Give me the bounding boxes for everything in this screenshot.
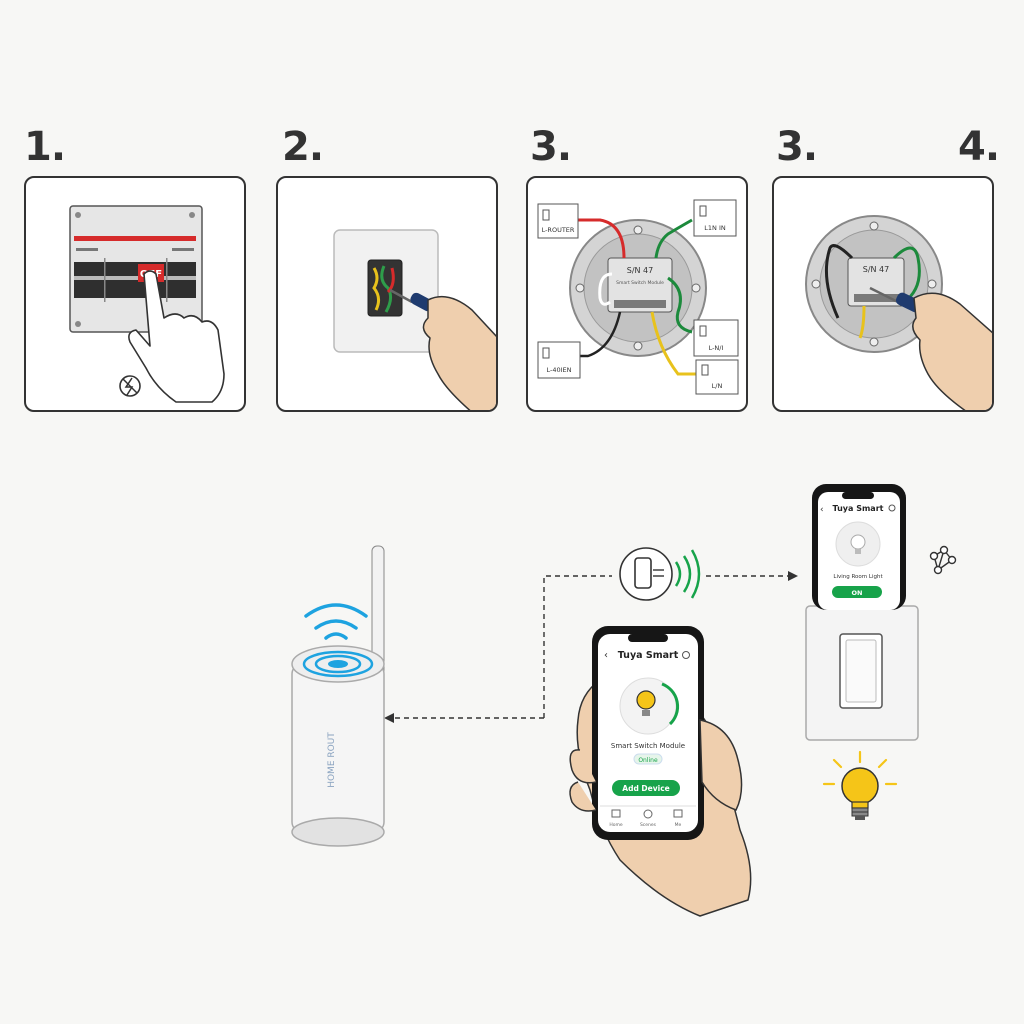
wire-label-router: L-ROUTER bbox=[537, 203, 579, 239]
top-back-icon[interactable]: ‹ bbox=[820, 505, 824, 515]
phone-signal-icon bbox=[619, 547, 701, 601]
status-chip bbox=[633, 753, 663, 765]
panel-remove-switch bbox=[276, 176, 498, 412]
wire-label-right-bottom: L/N bbox=[695, 359, 739, 395]
device-name: Smart Switch Module bbox=[611, 742, 685, 750]
app-title: Tuya Smart bbox=[618, 650, 679, 661]
svg-text:L1N IN: L1N IN bbox=[704, 224, 726, 232]
no-power-icon bbox=[119, 375, 141, 397]
add-device-button[interactable] bbox=[612, 780, 680, 796]
wiring-diagram: S/N 47 Smart Switch Module L-ROUTER L1N … bbox=[537, 199, 739, 395]
add-device-label: Add Device bbox=[622, 784, 669, 793]
nav-home[interactable]: Home bbox=[609, 822, 623, 828]
wifi-signal-icon bbox=[304, 603, 368, 640]
nav-scenes-icon[interactable] bbox=[643, 809, 653, 819]
nav-scenes[interactable]: Scenes bbox=[640, 822, 657, 828]
step-number-4: 4. bbox=[958, 124, 1000, 170]
bulb-control[interactable] bbox=[619, 677, 680, 735]
nav-home-icon[interactable] bbox=[611, 809, 621, 818]
top-settings-icon[interactable] bbox=[888, 504, 896, 512]
svg-text:L/N: L/N bbox=[712, 382, 723, 390]
status-chip-label: Online bbox=[638, 757, 658, 764]
install-illustration: S/N 47 bbox=[805, 215, 992, 410]
top-on-button[interactable] bbox=[832, 586, 882, 598]
module-sub-label: Smart Switch Module bbox=[616, 280, 664, 286]
top-app-title: Tuya Smart bbox=[833, 504, 884, 513]
app-pairing-scene: HOME ROUT ‹ Tuya Smart Smart Switch Modu… bbox=[291, 484, 957, 917]
wire-label-line-in: L1N IN bbox=[693, 199, 737, 237]
step-number-1: 1. bbox=[24, 124, 66, 170]
panel-wiring-diagram: S/N 47 Smart Switch Module L-ROUTER L1N … bbox=[526, 176, 748, 412]
nav-me[interactable]: Me bbox=[675, 822, 682, 828]
wire-label-right-mid: L-N/I bbox=[693, 319, 739, 357]
nav-me-icon[interactable] bbox=[673, 809, 683, 818]
module-label-4: S/N 47 bbox=[863, 265, 889, 274]
module-label: S/N 47 bbox=[627, 266, 653, 275]
bottom-nav: Home Scenes Me bbox=[609, 809, 683, 828]
top-device-name: Living Room Light bbox=[833, 574, 883, 580]
step-number-2: 2. bbox=[282, 124, 324, 170]
svg-text:L-40IEN: L-40IEN bbox=[546, 366, 571, 374]
svg-text:L-N/I: L-N/I bbox=[709, 344, 724, 352]
connection-lines bbox=[392, 575, 790, 719]
svg-text:L-ROUTER: L-ROUTER bbox=[542, 226, 575, 234]
panel-install-module: S/N 47 bbox=[772, 176, 994, 412]
router-brand-text: HOME ROUT bbox=[327, 732, 337, 788]
step-number-3b: 3. bbox=[776, 124, 818, 170]
panel-turn-off-power: OFF bbox=[24, 176, 246, 412]
network-icon bbox=[929, 545, 957, 575]
settings-icon[interactable] bbox=[682, 651, 690, 659]
phone-in-hand bbox=[569, 626, 752, 917]
step-number-3: 3. bbox=[530, 124, 572, 170]
top-bulb-control[interactable] bbox=[835, 521, 881, 567]
wifi-router: HOME ROUT bbox=[291, 545, 385, 847]
lit-bulb-icon bbox=[822, 750, 898, 820]
breaker-illustration: OFF bbox=[69, 205, 225, 403]
top-on-label: ON bbox=[852, 589, 863, 597]
back-icon[interactable]: ‹ bbox=[604, 650, 608, 661]
wire-label-left-bottom: L-40IEN bbox=[537, 341, 581, 379]
wall-box-illustration bbox=[333, 229, 496, 410]
wall-switch bbox=[805, 605, 919, 741]
